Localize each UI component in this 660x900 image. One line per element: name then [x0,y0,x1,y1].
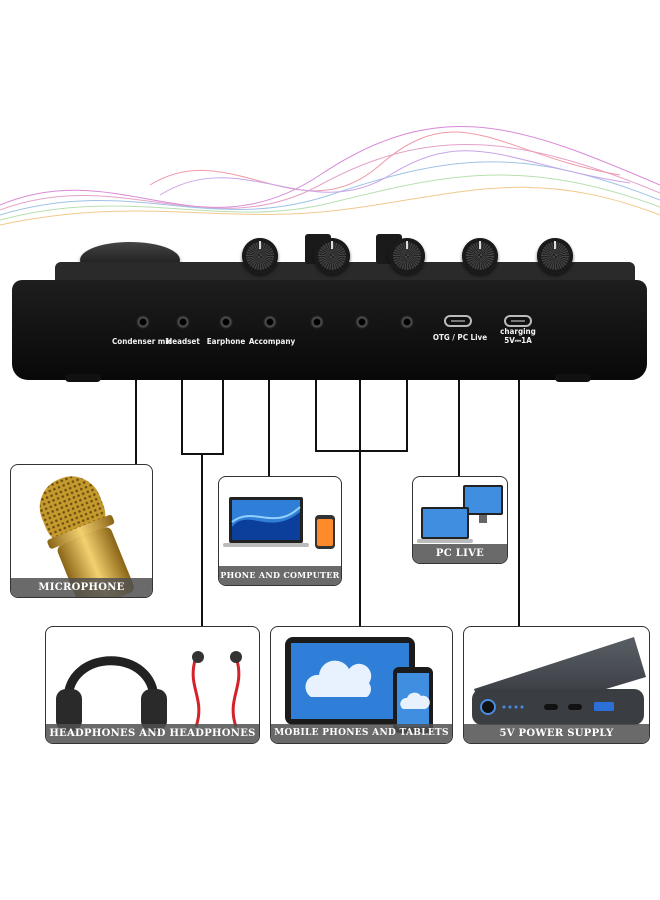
phone-computer-caption: PHONE AND COMPUTER [219,566,341,585]
knob-3[interactable] [389,238,425,274]
headset-jack[interactable] [176,315,190,329]
phone-computer-card: PHONE AND COMPUTER [218,476,342,586]
port-label-headset: Headset [166,337,200,346]
laptop-icon [223,497,335,549]
line-mic [135,380,137,465]
line-mobile-down [359,380,361,628]
line-charging [518,380,520,628]
power-bank-icon [472,637,646,725]
earphone-jack[interactable] [219,315,233,329]
headphones-icon [56,651,242,731]
line-aux-join [315,450,408,452]
pc-live-card: PC LIVE [412,476,508,564]
charging-usb-c-port[interactable] [504,315,532,327]
monitor-icon [417,485,503,543]
mobile-tablets-card: MOBILE PHONES AND TABLETS [270,626,453,744]
line-earphone [222,380,224,455]
headphones-card: HEADPHONES AND HEADPHONES [45,626,260,744]
condenser-mic-jack[interactable] [136,315,150,329]
line-otg [458,380,460,476]
port-label-charging: charging 5V⎓1A [500,327,536,345]
line-aux-1 [315,380,317,452]
power-supply-card: 5V POWER SUPPLY [463,626,650,744]
aux-jack-3[interactable] [400,315,414,329]
port-label-condenser: Condenser mic [112,337,172,346]
pc-live-caption: PC LIVE [413,544,507,563]
device-front-panel: Condenser mic Headset Earphone Accompany… [12,280,647,380]
aux-jack-2[interactable] [355,315,369,329]
microphone-card: MICROPHONE [10,464,153,598]
accompany-jack[interactable] [263,315,277,329]
device-foot-right [555,374,591,382]
power-supply-caption: 5V POWER SUPPLY [464,724,649,743]
audio-mixer-device: Condenser mic Headset Earphone Accompany… [0,230,660,390]
port-label-earphone: Earphone [206,337,246,346]
headphones-caption: HEADPHONES AND HEADPHONES [46,724,259,743]
port-label-accompany: Accompany [248,337,296,346]
knob-1[interactable] [242,238,278,274]
mobile-tablets-caption: MOBILE PHONES AND TABLETS [271,724,452,743]
line-headset [181,380,183,455]
device-foot-left [65,374,101,382]
line-accompany [268,380,270,476]
line-aux-3 [406,380,408,452]
knob-4[interactable] [462,238,498,274]
sound-wave-graphic [0,126,660,226]
line-headphones-down [201,453,203,628]
knob-5[interactable] [537,238,573,274]
microphone-caption: MICROPHONE [11,578,152,597]
tablet-cloud-icon [285,637,433,733]
knob-2[interactable] [314,238,350,274]
otg-usb-c-port[interactable] [444,315,472,327]
aux-jack-1[interactable] [310,315,324,329]
port-label-otg: OTG / PC Live [432,333,488,342]
